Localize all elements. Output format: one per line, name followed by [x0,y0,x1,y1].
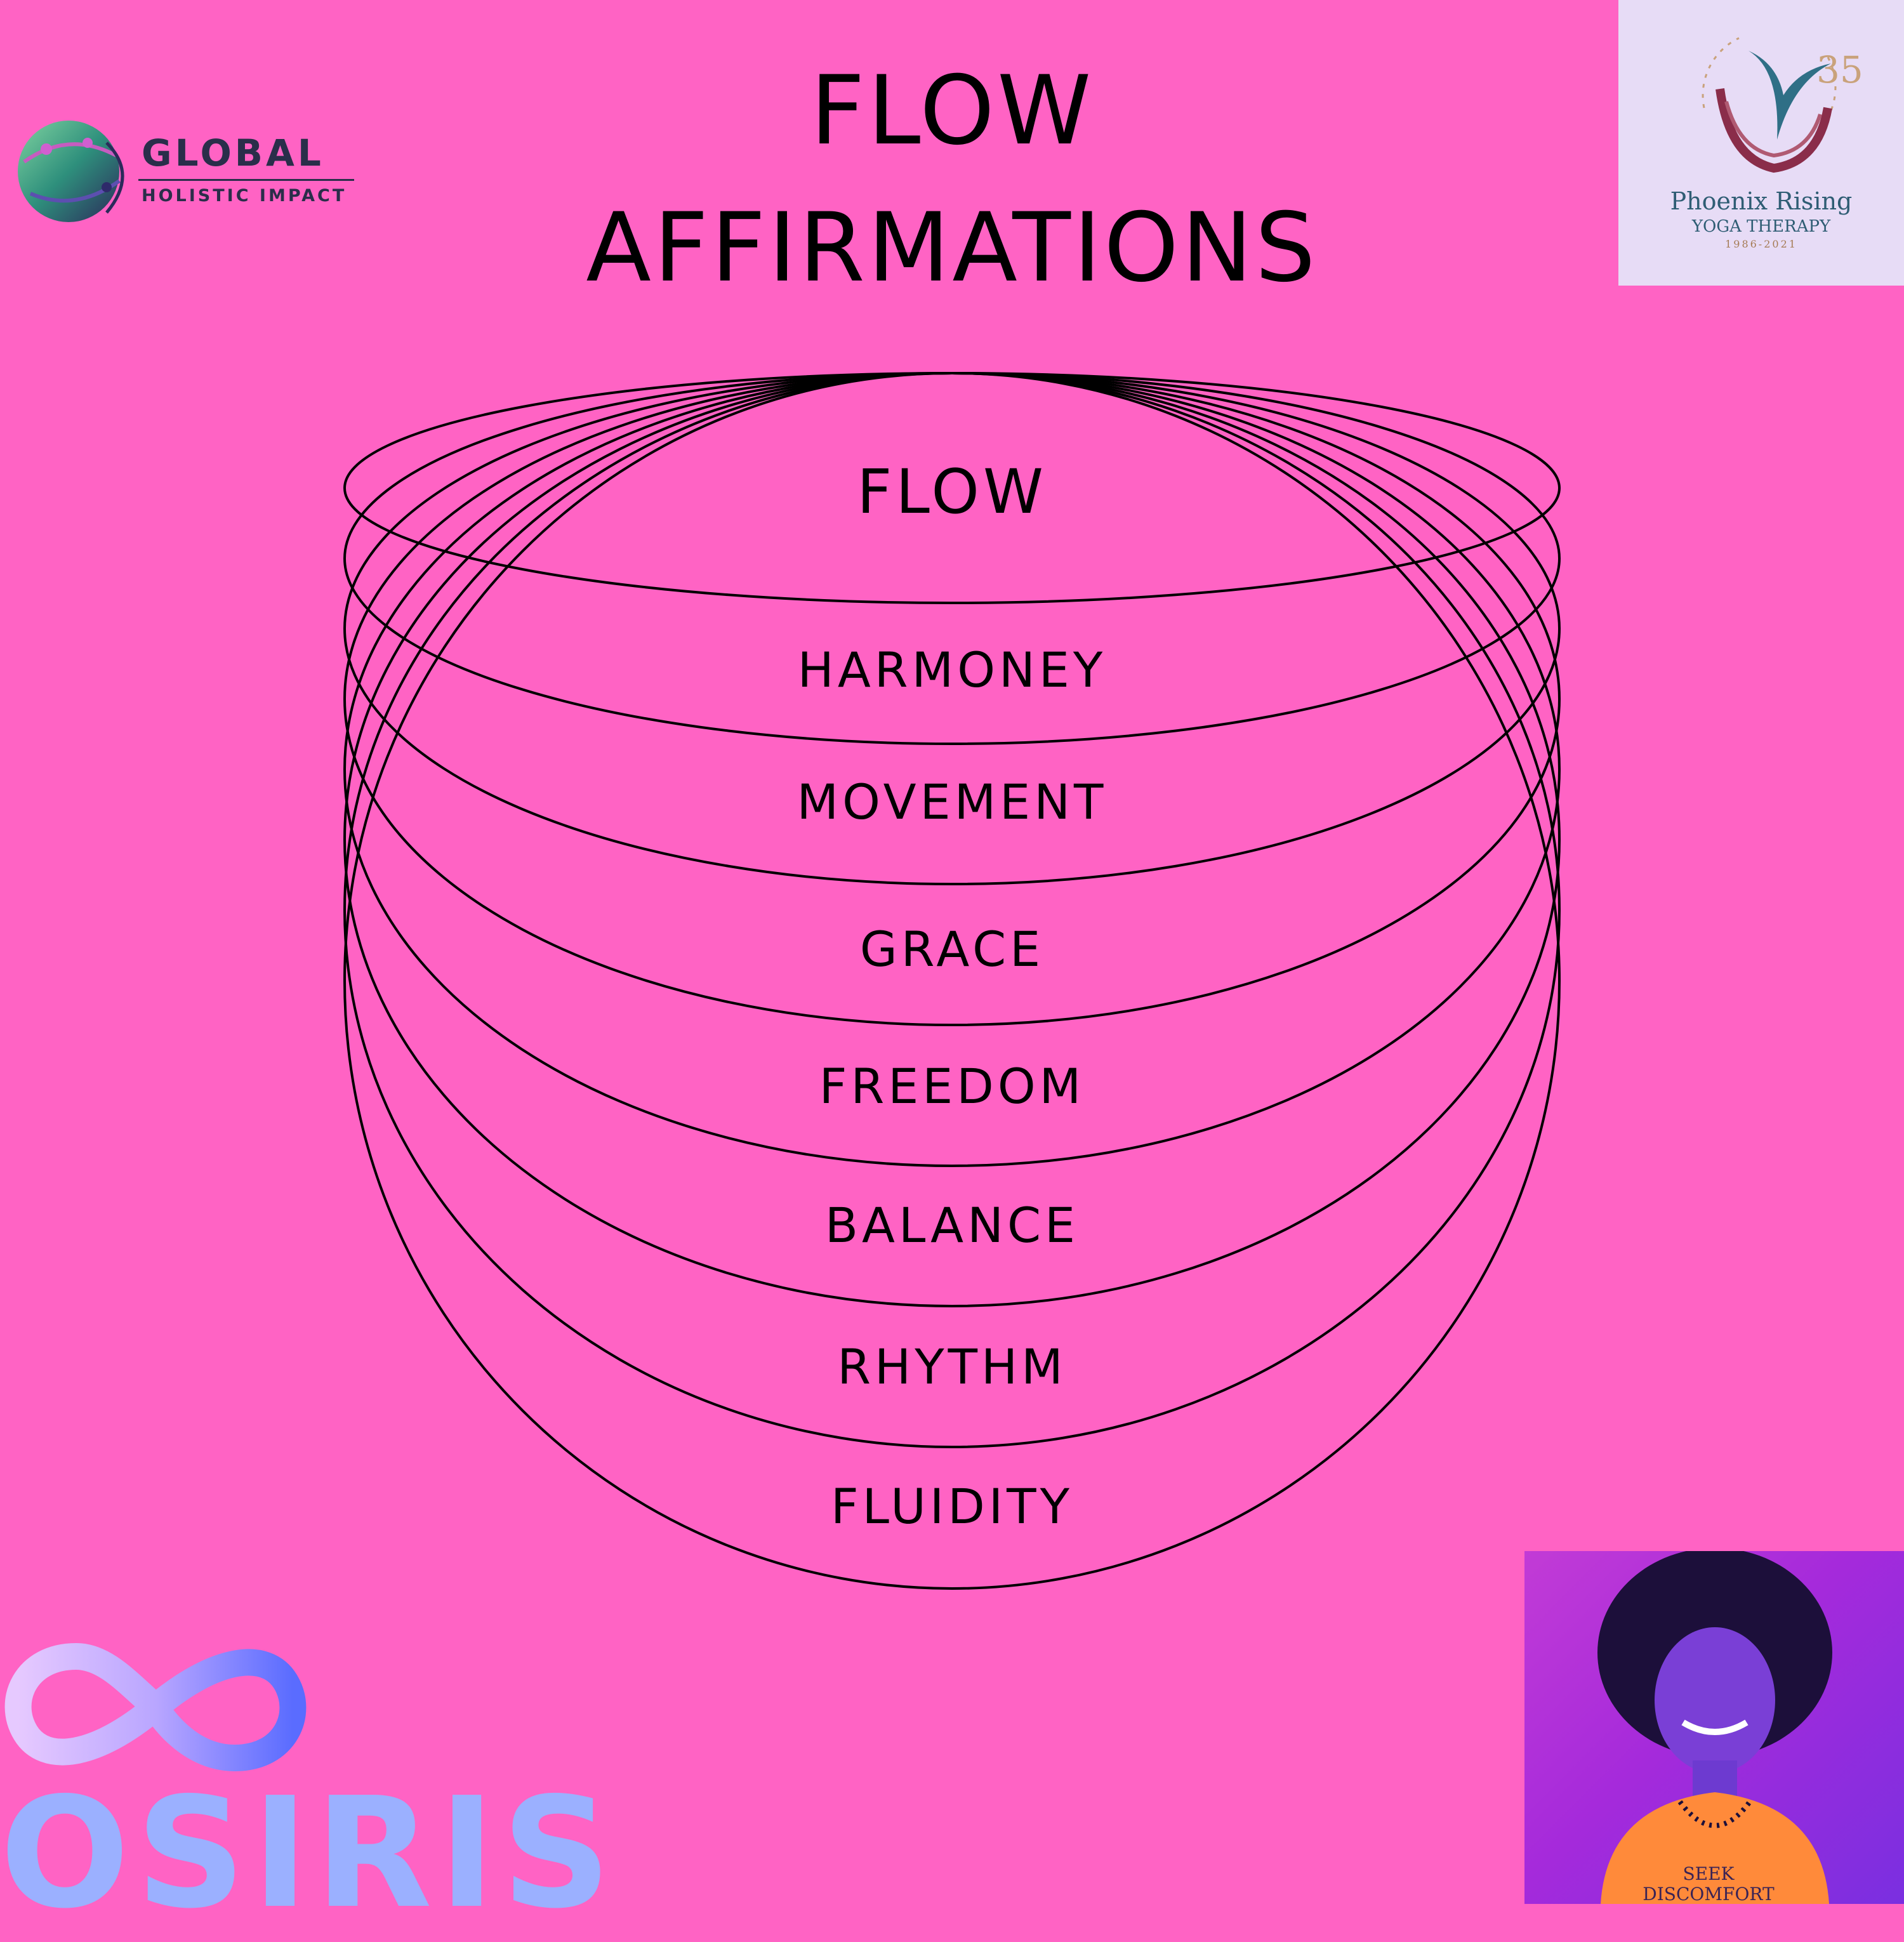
shirt-text-line-2: DISCOMFORT [1643,1884,1775,1904]
phoenix-emblem-icon: 35 [1702,37,1863,173]
infinity-icon [4,1643,307,1771]
global-logo-text: GLOBAL [142,131,324,175]
affirmation-label-2: HARMONEY [798,642,1107,698]
person-illustration [1597,1551,1832,1904]
globe-icon [18,121,124,222]
global-holistic-impact-logo: GLOBAL HOLISTIC IMPACT [11,117,354,225]
affirmation-label-8: FLUIDITY [831,1478,1073,1535]
affirmation-label-1: FLOW [857,456,1047,527]
affirmation-label-6: BALANCE [825,1197,1079,1253]
title-line-2: AFFIRMATIONS [586,193,1318,303]
affirmation-label-4: GRACE [860,921,1044,977]
osiris-wordmark: OSIRIS [0,1764,618,1942]
phoenix-subtitle: YOGA THERAPY [1691,217,1831,236]
affirmation-label-3: MOVEMENT [797,774,1107,830]
affirmation-label-5: FREEDOM [819,1058,1085,1114]
global-logo-subtext: HOLISTIC IMPACT [142,186,347,206]
person-photo: SEEK DISCOMFORT [1524,1551,1904,1904]
phoenix-title: Phoenix Rising [1670,187,1853,215]
affirmation-label-7: RHYTHM [837,1338,1067,1395]
title-line-1: FLOW [810,56,1094,166]
phoenix-years: 1986-2021 [1725,238,1797,250]
shirt-text-line-1: SEEK [1683,1863,1735,1884]
osiris-logo: OSIRIS [0,1612,611,1929]
phoenix-badge: 35 [1816,48,1863,91]
phoenix-rising-logo: 35 Phoenix Rising YOGA THERAPY 1986-2021 [1618,0,1904,286]
global-logo-rule [138,179,354,181]
affirmation-ring-7 [343,372,1561,1448]
affirmation-ring-8 [343,372,1561,1590]
